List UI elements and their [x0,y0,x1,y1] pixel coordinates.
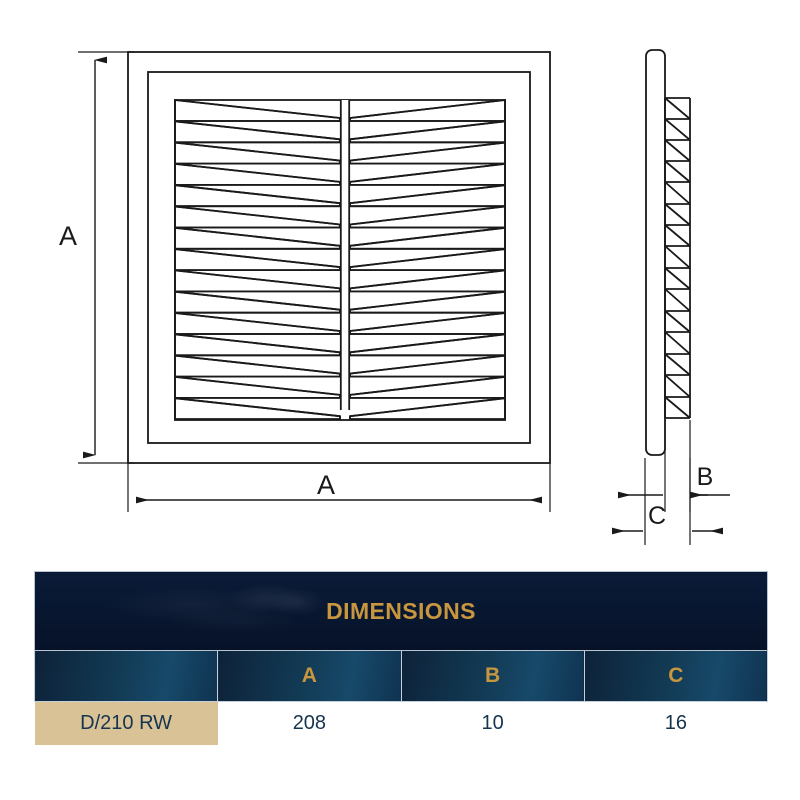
column-header-b: B [400,650,585,702]
side-louver-profile [664,97,691,419]
cell-value-c: 16 [584,701,768,745]
label-width-A: A [317,470,335,500]
column-header-c: C [583,650,769,702]
dimension-height-A [78,51,134,464]
column-header-product [33,650,219,702]
dimension-C [612,458,723,545]
table-row: D/210 RW 208 10 16 [34,701,768,745]
table-title-row: DIMENSIONS [34,571,768,651]
label-height-A: A [59,221,77,251]
grille-outer-frame [127,51,551,464]
side-face-plate [645,49,666,456]
table-header-row: A B C [33,650,769,702]
louvers-right [349,98,506,421]
center-divider [339,100,351,410]
label-depth-C: C [648,502,666,530]
louvers-left [174,98,341,421]
label-plate-B: B [697,463,714,491]
grille-inner-frame [147,71,531,444]
dimensions-title: DIMENSIONS [326,597,476,624]
front-view-grille [127,51,551,464]
dimension-width-A [127,463,551,512]
cell-value-b: 10 [401,701,585,745]
dimensions-title-cell: DIMENSIONS [34,571,768,651]
cell-value-a: 208 [217,701,401,745]
drawing-svg: A A B C [59,49,730,545]
cell-product-name: D/210 RW [34,701,218,745]
technical-drawing: A A B C [59,49,730,545]
column-header-a: A [217,650,402,702]
side-view-section [645,49,691,456]
dimensions-table: DIMENSIONS A B C D/210 RW 208 10 16 [33,571,769,745]
